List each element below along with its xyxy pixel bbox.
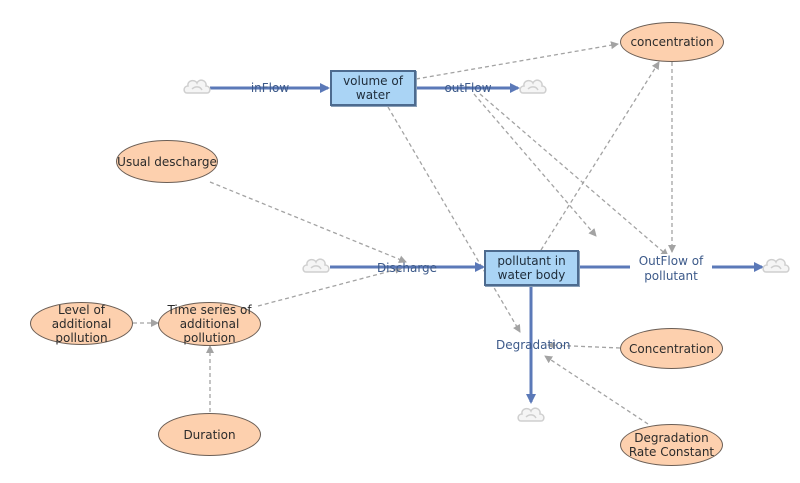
flow-label-outflow[interactable]: outFlow [444, 81, 492, 95]
clouds [183, 79, 790, 422]
link-concentration-to-degradation [547, 341, 621, 350]
flow-label-degradation[interactable]: Degradation [496, 338, 571, 352]
link-volume-to-pollutant [473, 93, 597, 237]
link-volume-to-concentration [415, 41, 619, 80]
link-time-series-to-discharge [257, 265, 403, 307]
aux-degradation-rate-constant[interactable]: Degradation Rate Constant [620, 424, 723, 466]
stock-pollutant-label: pollutant in water body [497, 254, 566, 282]
aux-time-series-additional-pollution[interactable]: Time series of additional pollution [158, 302, 261, 346]
link-usual-descharge-to-discharge [209, 181, 407, 264]
flow-label-discharge[interactable]: Discharge [376, 261, 438, 275]
cloud-icon [519, 79, 547, 94]
link-rate-to-degradation [544, 355, 649, 425]
influence-links [133, 41, 676, 425]
link-pollutant-to-concentration [540, 61, 660, 251]
cloud-icon [517, 407, 545, 422]
aux-usual-descharge[interactable]: Usual descharge [116, 140, 218, 183]
cloud-icon [302, 258, 330, 273]
flow-label-outflow-pollutant[interactable]: OutFlow of pollutant [630, 254, 712, 284]
stock-volume-label: volume of water [343, 74, 403, 102]
aux-duration[interactable]: Duration [158, 413, 261, 456]
cloud-icon [183, 79, 211, 94]
flow-label-inflow[interactable]: inFlow [250, 81, 290, 95]
aux-concentration-bottom[interactable]: Concentration [620, 328, 723, 369]
link-volume-to-degradation [387, 106, 521, 333]
link-outflow-to-outflow-pollutant [479, 93, 669, 257]
aux-level-additional-pollution[interactable]: Level of additional pollution [30, 302, 133, 345]
cloud-icon [762, 258, 790, 273]
stock-pollutant-in-water-body[interactable]: pollutant in water body [484, 250, 579, 286]
aux-concentration-top[interactable]: concentration [620, 22, 724, 62]
stock-volume-of-water[interactable]: volume of water [330, 70, 416, 106]
